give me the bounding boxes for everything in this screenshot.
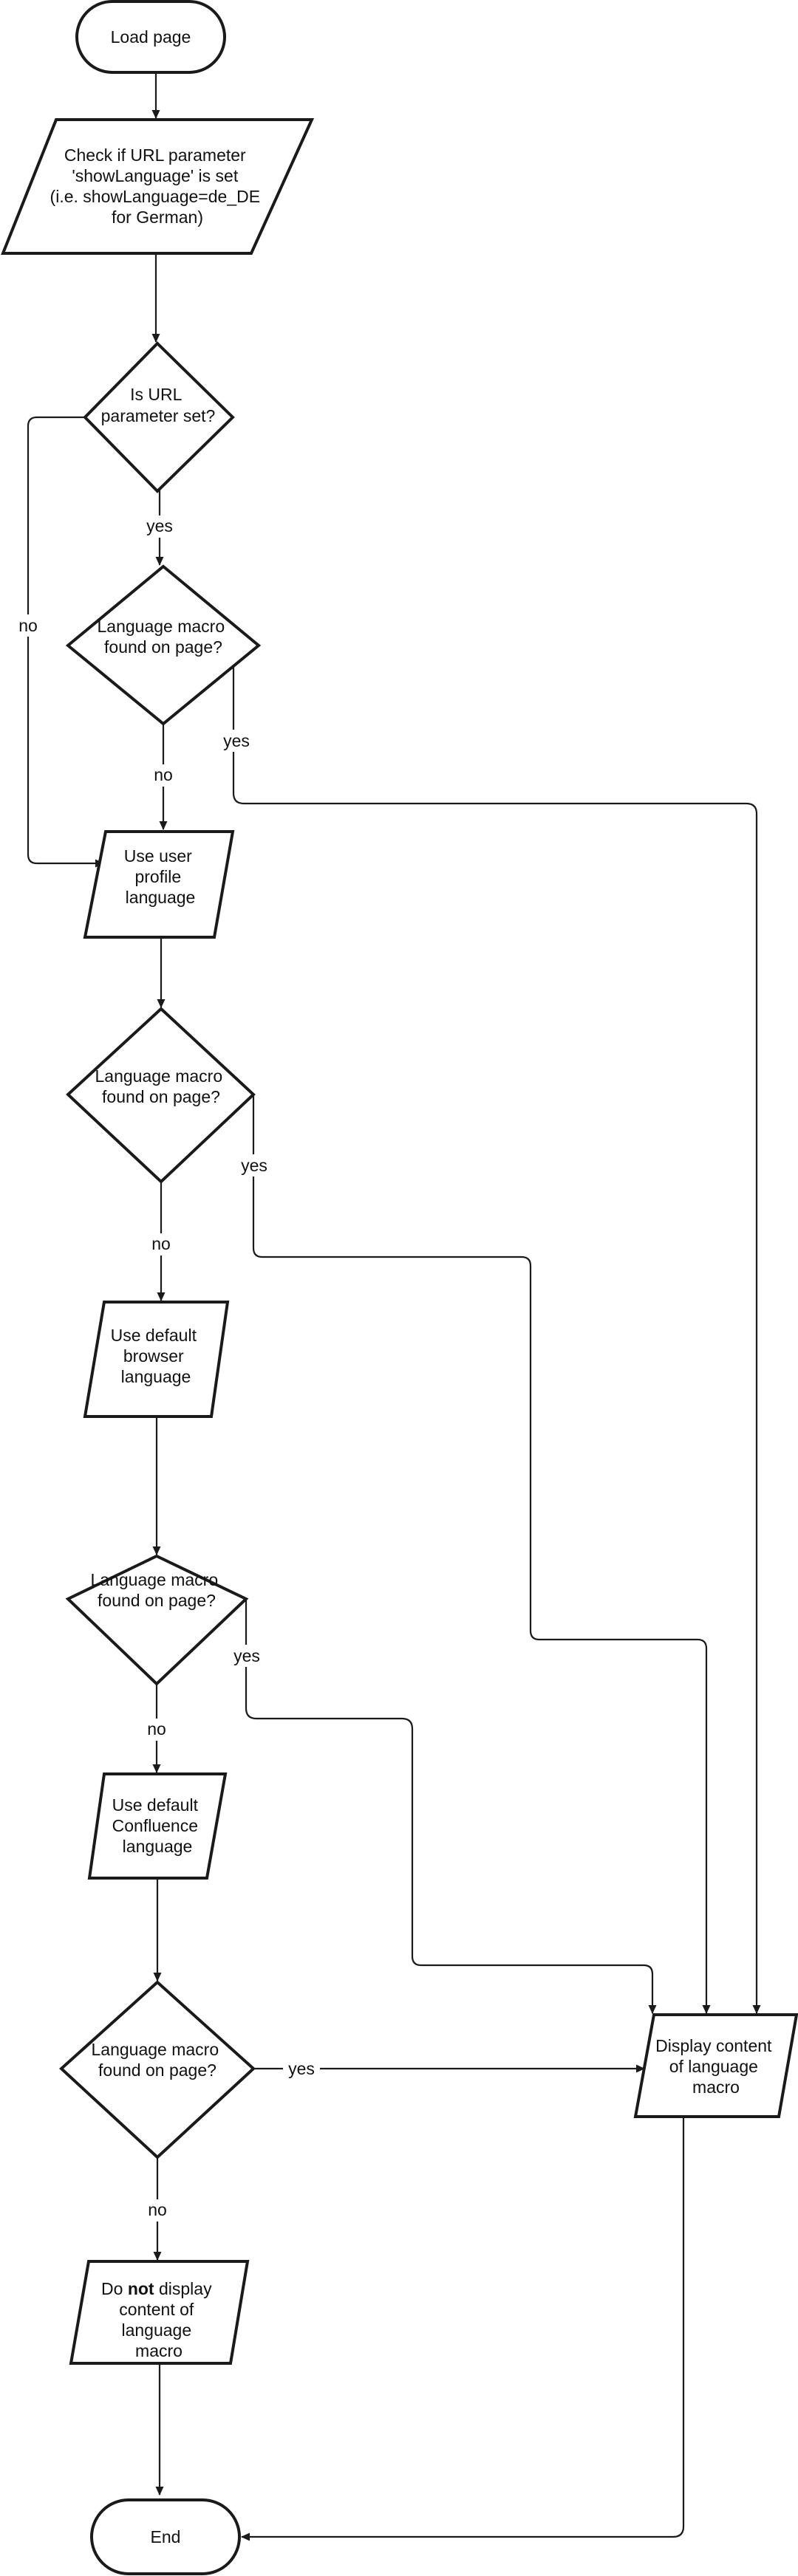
check-param-label: Check if URL parameter 'showLanguage' is…	[50, 145, 265, 227]
m3-no-label: no	[147, 1719, 166, 1739]
edge-labels: yes no no yes yes no yes no yes no	[16, 515, 320, 2222]
edge-display-to-end	[241, 2117, 685, 2541]
use-browser-node: Use default browser language	[83, 1301, 230, 1418]
m4-no-label: no	[148, 2200, 167, 2219]
is-param-set-node: Is URL parameter set?	[83, 341, 235, 493]
is-param-set-label: Is URL parameter set?	[101, 385, 216, 425]
macro-found-2-node: Language macro found on page?	[66, 1007, 256, 1184]
param-no-label: no	[18, 616, 38, 635]
use-confluence-label: Use default Confluence language	[112, 1795, 203, 1856]
macro-found-3-label: Language macro found on page?	[90, 1570, 222, 1610]
load-page-node: Load page	[75, 0, 226, 74]
use-profile-node: Use user profile language	[83, 830, 235, 939]
macro-found-2-label: Language macro found on page?	[95, 1066, 227, 1106]
m1-no-label: no	[154, 765, 173, 784]
display-content-node: Display content of language macro	[633, 2013, 798, 2118]
end-node: End	[90, 2498, 241, 2575]
edge-m2-yes	[252, 1095, 711, 2014]
display-content-label: Display content of language macro	[655, 2036, 777, 2097]
edge-m1-yes	[232, 645, 761, 2014]
macro-found-4-node: Language macro found on page?	[59, 1980, 256, 2159]
macro-found-1-node: Language macro found on page?	[65, 564, 262, 726]
not-display-line-1: Do not display	[101, 2279, 212, 2298]
edge-m3-yes	[245, 1599, 657, 2014]
edges	[27, 72, 761, 2541]
macro-found-3-node: Language macro found on page?	[65, 1554, 249, 1686]
m2-no-label: no	[151, 1234, 171, 1253]
check-param-node: Check if URL parameter 'showLanguage' is…	[1, 118, 315, 255]
edge-param-no	[27, 416, 104, 868]
param-yes-label: yes	[146, 516, 173, 535]
use-confluence-node: Use default Confluence language	[87, 1772, 228, 1880]
m4-yes-label: yes	[288, 2059, 315, 2078]
use-browser-label: Use default browser language	[111, 1326, 202, 1386]
m1-yes-label: yes	[223, 731, 250, 750]
not-display-label: Do not display content of language macro	[101, 2279, 216, 2360]
m3-yes-label: yes	[233, 1646, 260, 1665]
load-page-label: Load page	[111, 27, 191, 47]
macro-found-1-label: Language macro found on page?	[97, 617, 229, 657]
m2-yes-label: yes	[241, 1156, 267, 1175]
not-display-node: Do not display content of language macro	[69, 2260, 250, 2365]
end-label: End	[151, 2527, 181, 2546]
macro-found-4-label: Language macro found on page?	[91, 2040, 223, 2080]
use-profile-label: Use user profile language	[124, 846, 197, 907]
